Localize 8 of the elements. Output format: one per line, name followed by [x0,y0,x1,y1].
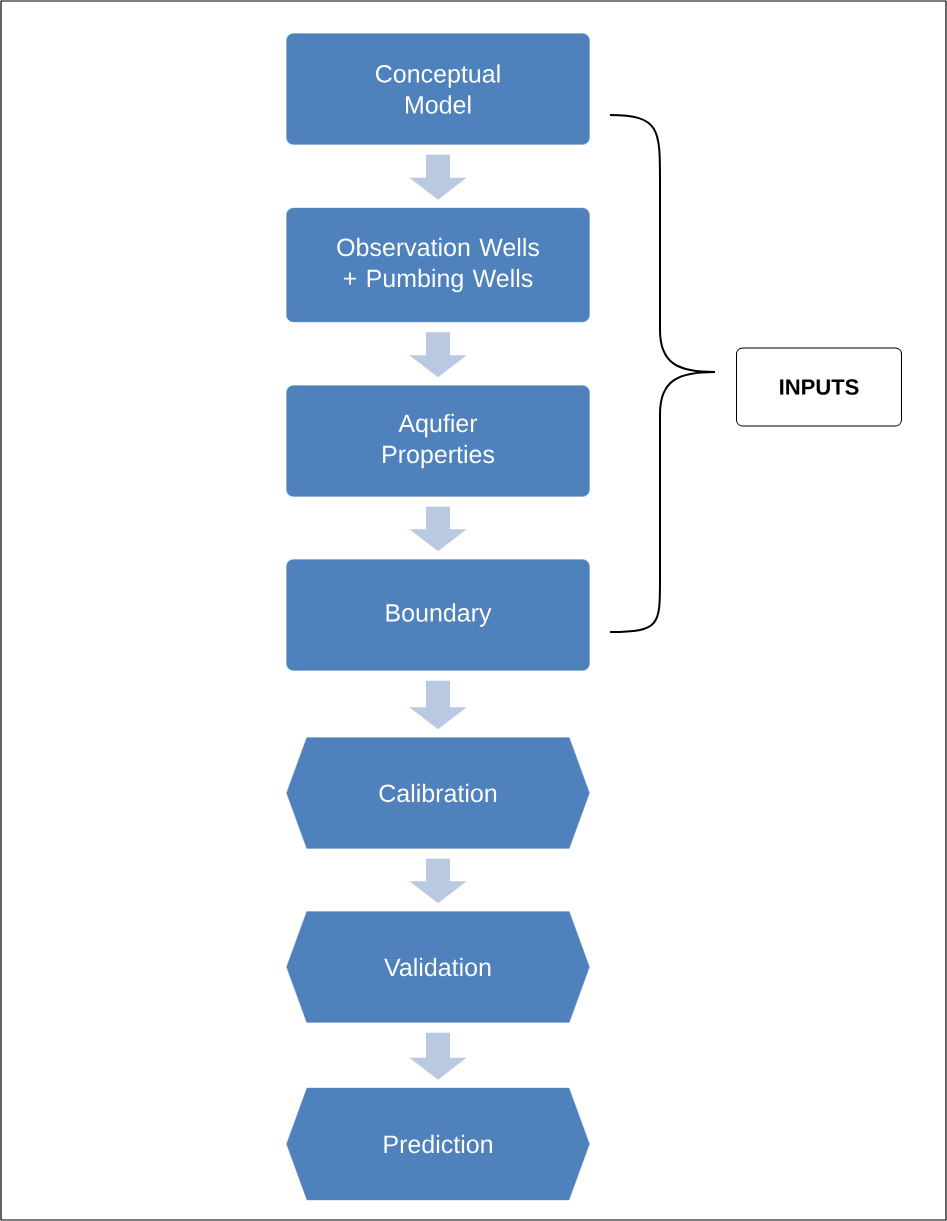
hexagon-box: Validation [286,911,590,1023]
hexagon-box: Calibration [286,737,590,849]
hexagon-box: Prediction [286,1087,590,1201]
label-box: INPUTS [736,347,902,427]
process-box: Aqufier Properties [286,385,590,497]
process-box: Boundary [286,559,590,671]
process-box: Observation Wells + Pumbing Wells [286,207,590,323]
process-box: Conceptual Model [286,33,590,145]
